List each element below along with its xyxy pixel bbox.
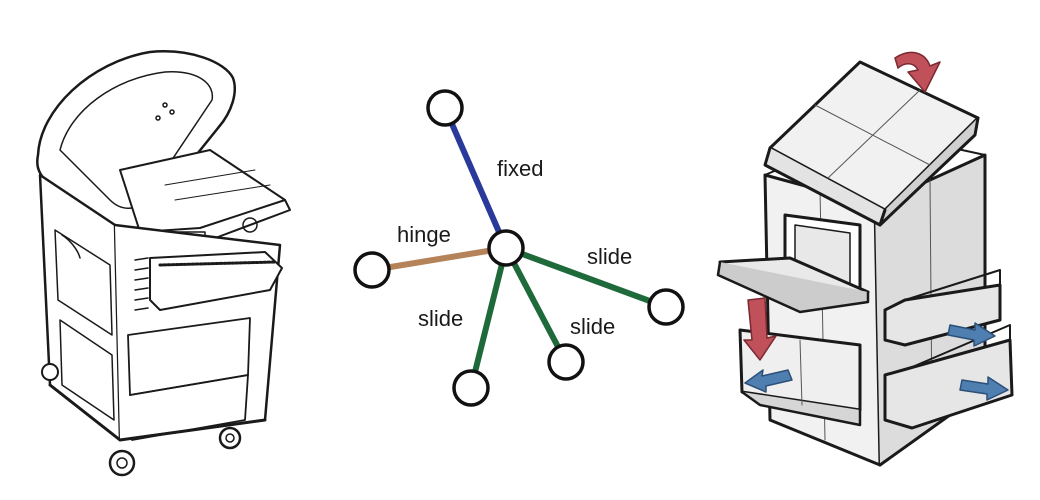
node-top	[426, 89, 464, 127]
lid-arrow	[894, 51, 941, 93]
node-bottom-left	[452, 369, 490, 407]
label-hinge: hinge	[397, 222, 451, 247]
printer-sketch	[36, 50, 291, 477]
label-fixed: fixed	[497, 156, 543, 181]
label-slide-bottom-left: slide	[418, 306, 463, 331]
edge-fixed	[442, 105, 509, 251]
node-right	[647, 288, 685, 326]
node-left	[353, 251, 391, 289]
drawer-arrow-left	[744, 369, 793, 393]
output-tray	[149, 251, 283, 311]
joint-graph: fixed hinge slide slide slide	[353, 89, 685, 407]
node-center	[487, 229, 525, 267]
edge-slide-right	[503, 245, 669, 310]
label-slide-bottom-mid: slide	[570, 314, 615, 339]
box-abstraction	[716, 51, 1014, 467]
edge-slide-bottom-mid	[503, 245, 569, 365]
tray-arrow	[743, 297, 777, 361]
label-slide-right: slide	[587, 244, 632, 269]
node-bottom-mid	[547, 343, 585, 381]
drawer-arrow-right-upper	[947, 322, 996, 347]
edge-slide-bottom-left	[468, 245, 509, 391]
edge-hinge	[369, 245, 509, 273]
drawer-arrow-right-lower	[959, 376, 1009, 401]
